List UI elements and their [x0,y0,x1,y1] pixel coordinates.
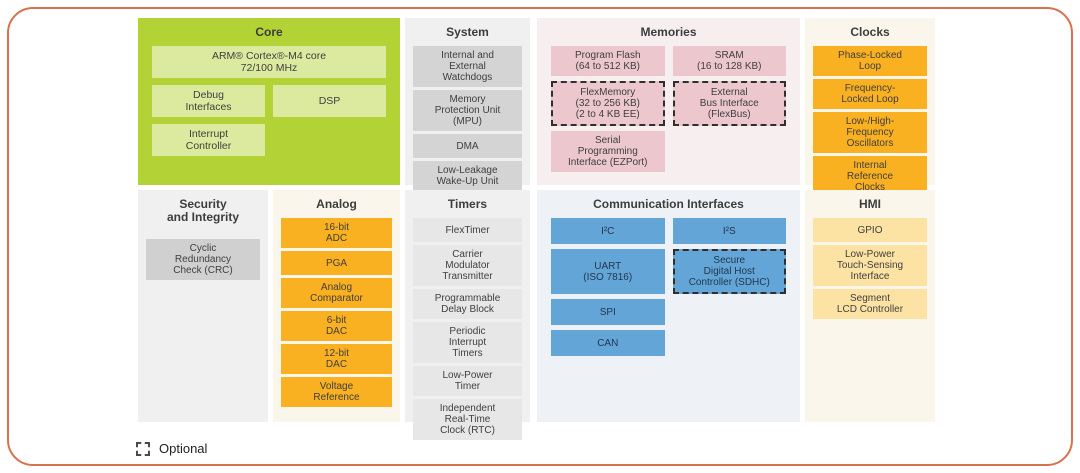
block-i-c: I²C [551,218,665,244]
block-program-flash-64-to-512-kb: Program Flash(64 to 512 KB) [551,46,665,76]
block-sram-16-to-128-kb: SRAM(16 to 128 KB) [672,46,786,76]
block-flextimer: FlexTimer [413,218,522,242]
block-i-s: I²S [672,218,786,244]
optional-legend-label: Optional [159,441,208,456]
dashed-box-icon [136,441,150,456]
block-flexmemory-32-to-256-kb-2-to-4-kb-ee: FlexMemory(32 to 256 KB)(2 to 4 KB EE) [551,81,665,126]
block-pga: PGA [281,251,392,275]
section-title-clocks: Clocks [850,25,890,39]
section-title-timers: Timers [447,197,488,211]
section-title-comm: Communication Interfaces [593,197,744,211]
block-uart-iso-7816: UART(ISO 7816) [551,249,665,294]
section-title-memories: Memories [640,25,697,39]
block-frequency-locked-loop: Frequency-Locked Loop [813,79,927,109]
block-dsp: DSP [273,85,386,117]
block-gpio: GPIO [813,218,927,242]
block-dma: DMA [413,134,522,158]
optional-legend: Optional [136,441,207,456]
block-can: CAN [551,330,665,356]
section-title-core: Core [255,25,283,39]
block-spi: SPI [551,299,665,325]
section-title-hmi: HMI [859,197,881,211]
section-title-system: System [446,25,489,39]
section-blocks-memories: Program Flash(64 to 512 KB)SRAM(16 to 12… [537,46,800,172]
section-title-analog: Analog [316,197,357,211]
